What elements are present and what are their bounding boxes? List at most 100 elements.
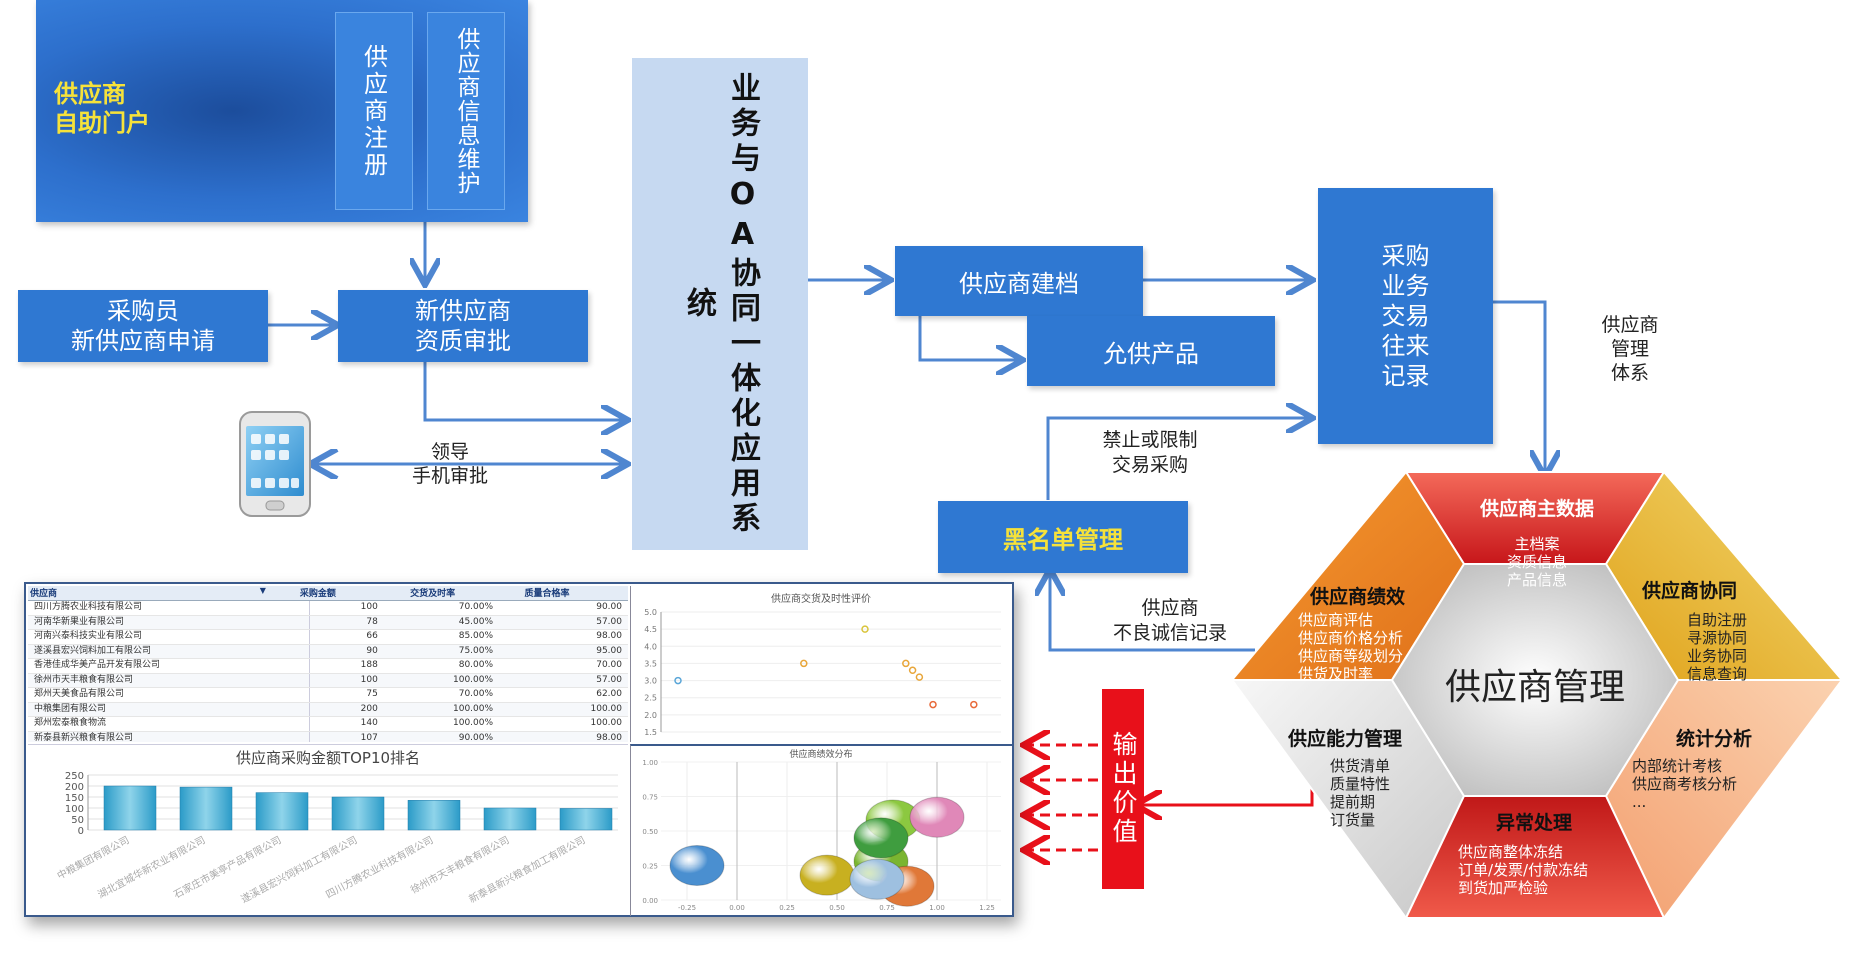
hex-stats-items: 内部统计考核 供应商考核分析 ... (1632, 757, 1832, 811)
purchase-records-box[interactable]: 采购业务交易往来记录 (1318, 188, 1493, 444)
cell-ontime: 85.00% (458, 631, 494, 641)
bar-ytick-label: 150 (65, 793, 84, 804)
register-box[interactable]: 供应商注册 (335, 12, 413, 210)
arrow-review-to-oa (423, 360, 625, 420)
bar-chart: 供应商采购金额TOP10排名050100150200250中粮集团有限公司湖北宜… (55, 749, 618, 906)
cell-ontime: 90.00% (458, 732, 494, 743)
portal-box: 供应商 自助门户 供应商注册 供应商信息维护 (36, 0, 528, 222)
review-line2: 资质审批 (415, 327, 511, 355)
portal-title-line1: 供应商 (54, 80, 126, 108)
bubble-xtick-label: 0.25 (779, 904, 795, 912)
cell-quality: 100.00 (590, 703, 623, 714)
header-amount[interactable]: 采购金额 (299, 589, 336, 599)
supplier-profile-box[interactable]: 供应商建档 (895, 246, 1143, 316)
hex-stats-section: 统计分析 内部统计考核 供应商考核分析 ... (1632, 724, 1832, 811)
cell-ontime: 80.00% (458, 660, 494, 670)
scatter-point (929, 700, 937, 709)
cell-amount: 66 (366, 631, 378, 641)
dropdown-icon[interactable]: ▼ (259, 586, 266, 595)
purchase-records-label: 采购业务交易往来记录 (1381, 242, 1430, 390)
hexagon-graphic (1229, 470, 1845, 920)
cell-ontime: 100.00% (453, 718, 494, 728)
bar-ytick-label: 50 (71, 815, 84, 826)
hex-exception-item: 订单/发票/付款冻结 (1458, 861, 1589, 879)
bubble (853, 817, 909, 859)
hex-capability-item: 订货量 (1330, 811, 1376, 829)
cell-supplier: 河南华新果业有限公司 (28, 615, 311, 629)
oa-system-box[interactable]: 业务与OA协同一体化应用系统 (632, 58, 808, 550)
bar-category-label: 中粮集团有限公司 (55, 833, 132, 882)
hex-capability-item: 提前期 (1330, 793, 1376, 811)
blacklist-box[interactable]: 黑名单管理 (938, 501, 1188, 573)
hex-perf-item: 供应商价格分析 (1298, 629, 1404, 647)
cell-quality: 57.00 (596, 674, 622, 685)
cell-supplier: 四川方腾农业科技有限公司 (28, 601, 311, 615)
scatter-ytick-label: 5.0 (644, 608, 657, 617)
bubble-xtick-label: 1.25 (979, 904, 995, 912)
bubble-ytick-label: 0.00 (642, 897, 658, 905)
hex-master-section: 供应商主数据 主档案 资质信息 产品信息 (1442, 494, 1632, 589)
hex-stats-item: 内部统计考核 (1632, 757, 1723, 775)
allowed-products-box[interactable]: 允供产品 (1027, 316, 1275, 386)
forbid-trade-label: 禁止或限制 交易采购 (1080, 428, 1220, 478)
cell-quality: 57.00 (596, 616, 622, 627)
bad-record-line1: 供应商 (1141, 597, 1199, 619)
cell-supplier: 徐州市天丰粮食有限公司 (28, 673, 311, 687)
supplier-profile-label: 供应商建档 (959, 269, 1079, 298)
hex-collab-section: 供应商协同 自助注册 寻源协同 业务协同 信息查询 (1642, 576, 1812, 683)
cell-amount: 90 (366, 645, 378, 656)
cell-ontime: 75.00% (458, 645, 494, 656)
cell-ontime: 45.00% (458, 616, 494, 627)
cell-amount: 75 (366, 689, 378, 699)
bar (407, 800, 461, 831)
hex-collab-items: 自助注册 寻源协同 业务协同 信息查询 (1687, 611, 1812, 683)
info-maintain-box[interactable]: 供应商信息维护 (427, 12, 505, 210)
header-supplier[interactable]: 供应商 ▼ (28, 586, 270, 600)
hex-stats-item: ... (1632, 793, 1647, 811)
scatter-point (908, 666, 917, 675)
review-line1: 新供应商 (415, 297, 511, 325)
header-quality[interactable]: 质量合格率 (524, 589, 570, 599)
cell-quality: 62.00 (596, 689, 622, 699)
hex-capability-title: 供应能力管理 (1288, 728, 1403, 750)
scatter-ytick-label: 2.5 (644, 694, 657, 703)
buyer-application-box[interactable]: 采购员 新供应商申请 (18, 290, 268, 362)
phone-icon (238, 410, 312, 518)
arrow-hex-to-blacklist (1050, 572, 1255, 652)
bubble-ytick-label: 0.75 (642, 794, 658, 802)
mobile-line2: 手机审批 (411, 465, 488, 487)
qualification-review-box[interactable]: 新供应商 资质审批 (338, 290, 588, 362)
bar (179, 786, 233, 831)
hex-collab-item: 寻源协同 (1687, 629, 1748, 647)
bubble (799, 854, 855, 896)
header-supplier-label: 供应商 (30, 589, 58, 599)
cell-supplier: 香港佳成华美产品开发有限公司 (28, 659, 311, 673)
bubble-xtick-label: -0.25 (678, 904, 696, 912)
hex-perf-title: 供应商绩效 (1310, 586, 1406, 608)
cell-supplier: 新泰县新兴粮食有限公司 (28, 731, 311, 742)
bubble-xtick-label: 1.00 (929, 904, 945, 912)
bubble-ytick-label: 0.50 (642, 828, 658, 836)
cell-supplier: 郑州天美食品有限公司 (28, 688, 311, 702)
bar (483, 807, 537, 831)
forbid-line1: 禁止或限制 (1102, 429, 1198, 451)
hex-master-item: 主档案 (1514, 535, 1560, 553)
scatter-point (674, 676, 682, 685)
output-value-label: 输出价值 (1109, 731, 1138, 847)
header-ontime[interactable]: 交货及时率 (410, 589, 456, 599)
hex-collab-item: 业务协同 (1687, 647, 1748, 665)
bar (255, 792, 309, 831)
